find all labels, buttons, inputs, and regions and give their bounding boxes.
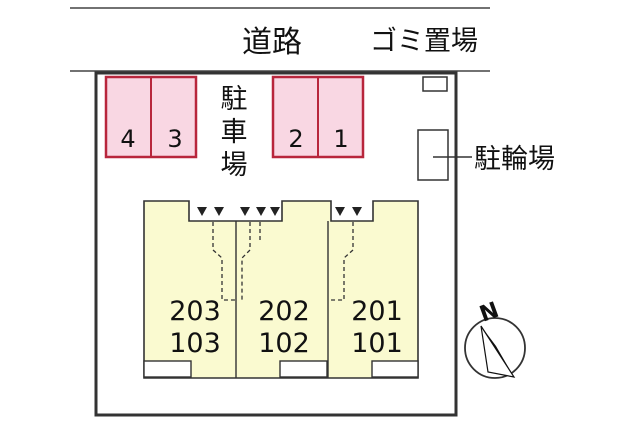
bicycle-box [417,129,449,181]
parking-label-1: 駐 [221,84,248,115]
entrance-marker [335,207,345,216]
entrance-marker [214,207,224,216]
unit-203-label: 203 [169,296,221,327]
entrance-marker [197,207,207,216]
building: 203 103 202 102 201 101 [143,200,419,379]
parking-label-3: 場 [221,150,248,181]
unit-202-label: 202 [258,296,310,327]
parking-space-3: 3 [167,125,182,153]
garbage-box [422,76,448,92]
parking-space-4: 4 [120,125,135,153]
entrance-markers [197,207,362,216]
bicycle-label: 駐輪場 [474,144,555,175]
entrance-marker [240,207,250,216]
unit-103-label: 103 [169,328,221,359]
garbage-area: ゴミ置場 [370,26,478,92]
garbage-label: ゴミ置場 [370,26,478,57]
unit-entrance-box [143,360,192,378]
entrance-marker [256,207,266,216]
unit-101-label: 101 [351,328,403,359]
stair-path [212,222,236,301]
compass-needle-light [480,325,516,378]
compass: N [464,298,526,379]
parking-space-2: 2 [288,125,303,153]
stair-path [241,222,251,300]
bicycle-parking: 駐輪場 [417,129,555,181]
road: 道路 [70,7,490,72]
unit-201-label: 201 [351,296,403,327]
stair-path [330,222,354,301]
parking-area: 4 3 2 1 駐 車 場 [104,75,365,181]
parking-label-2: 車 [221,117,248,148]
entrance-marker [270,207,280,216]
unit-entrance-box [279,360,328,378]
unit-entrance-box [371,360,419,378]
parking-space-1: 1 [333,125,348,153]
road-label: 道路 [242,25,302,60]
stair-paths [212,222,354,301]
unit-102-label: 102 [258,328,310,359]
entrance-marker [352,207,362,216]
